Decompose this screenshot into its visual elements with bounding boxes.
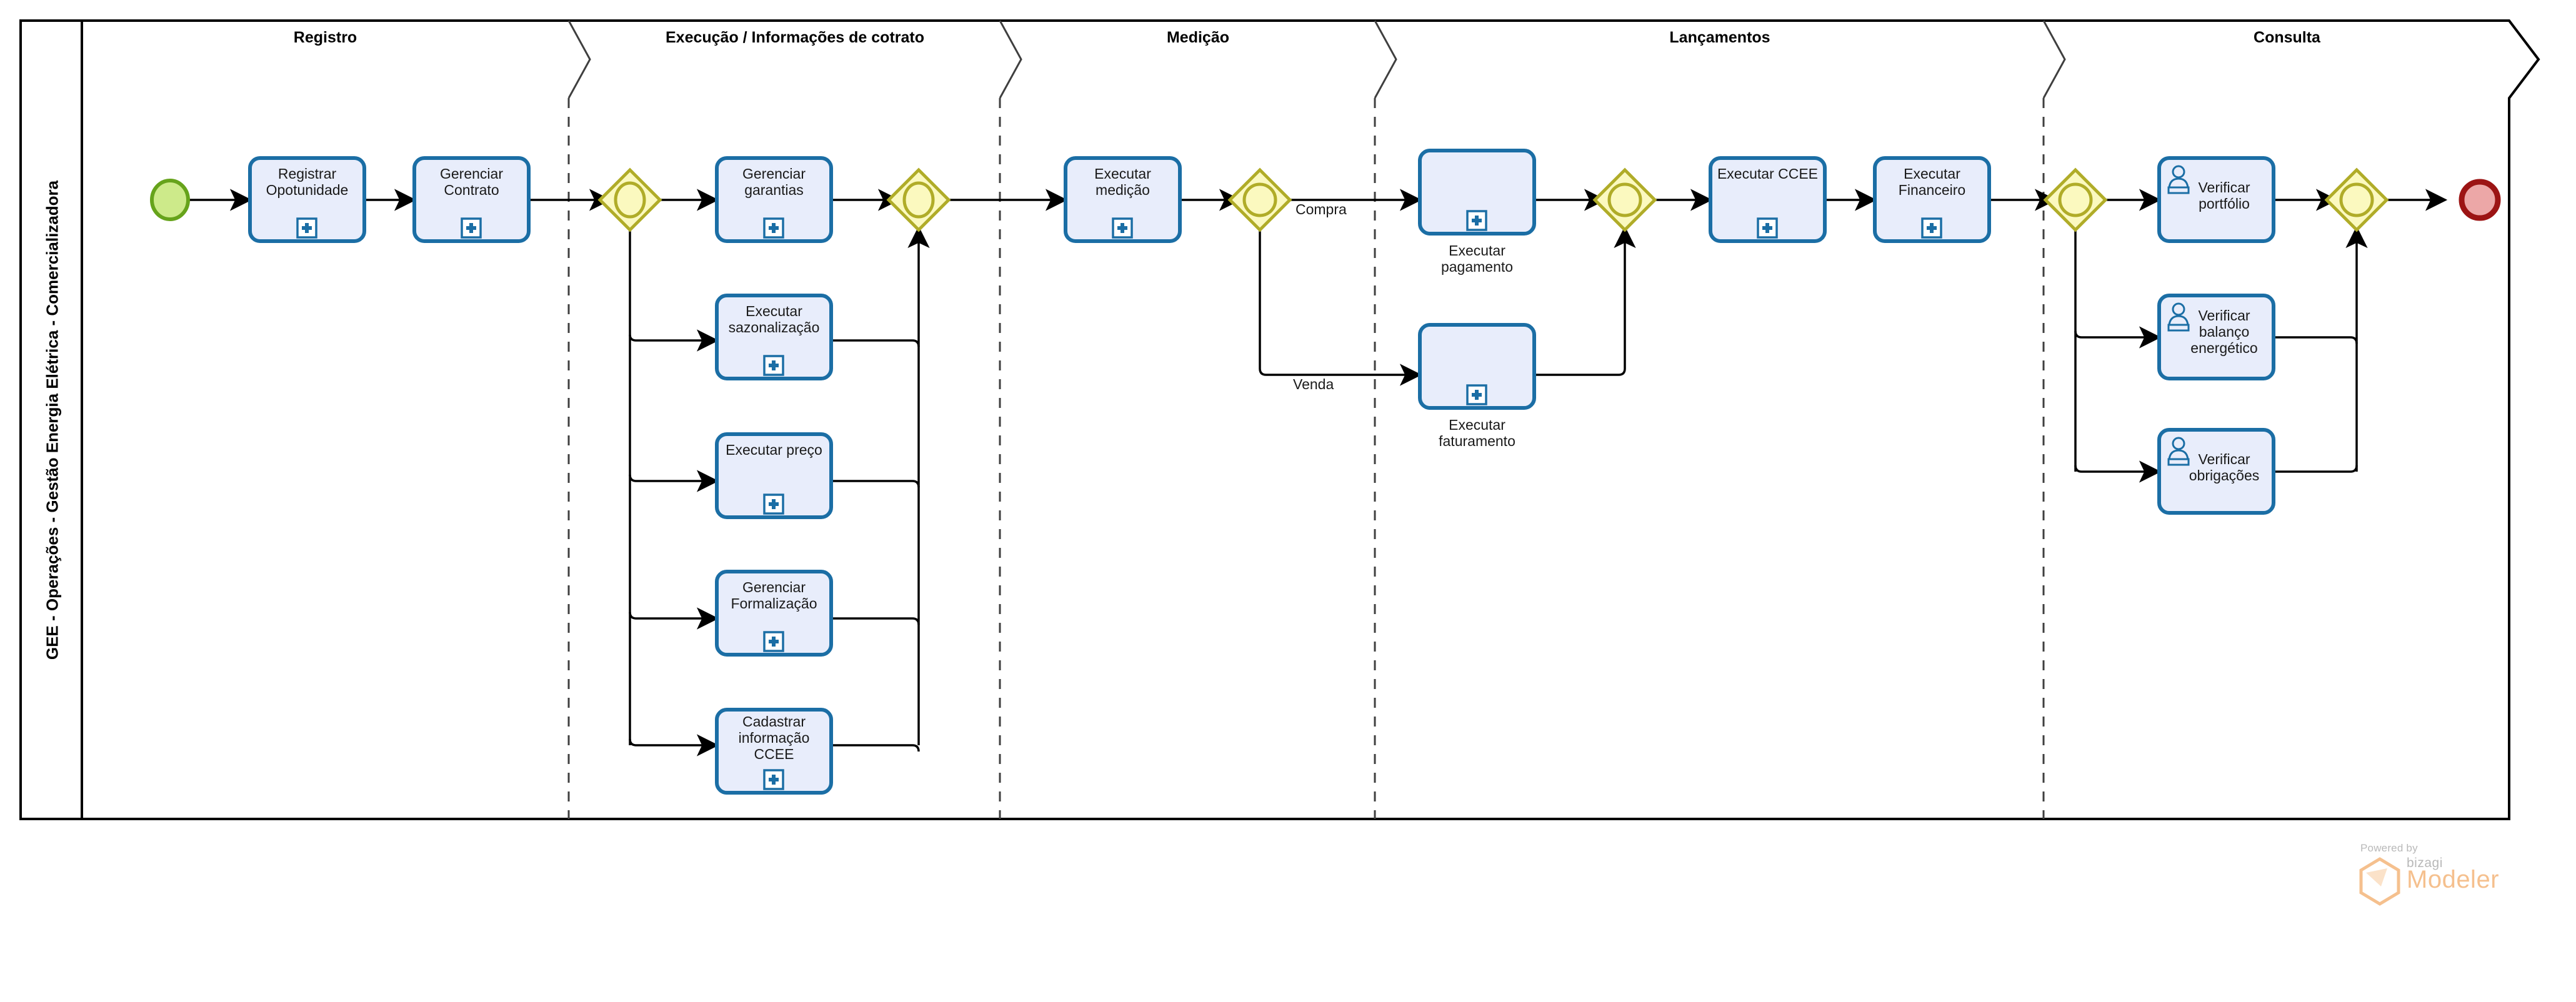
task-verificar-balanco-energetico[interactable] <box>2157 294 2275 380</box>
phase-dividers <box>567 20 2066 819</box>
flow-label-compra: Compra <box>1295 201 1347 217</box>
powered-by-label: Powered by <box>2360 842 2418 854</box>
user-task-icon <box>2167 165 2190 194</box>
bizagi-logo-icon <box>2359 857 2400 906</box>
inclusive-gateway-split-consulta[interactable] <box>2043 167 2108 232</box>
task-executar-faturamento[interactable] <box>1418 323 1536 410</box>
phase-title-medicao: Medição <box>1166 29 1230 46</box>
task-executar-pagamento[interactable] <box>1418 149 1536 236</box>
inclusive-gateway-join-execucao[interactable] <box>886 167 951 232</box>
phase-title-registro: Registro <box>293 29 357 46</box>
task-executar-financeiro[interactable] <box>1873 156 1991 243</box>
subprocess-marker-icon <box>1921 217 1942 239</box>
task-executar-ccee[interactable] <box>1709 156 1827 243</box>
inclusive-gateway-join-lancamentos[interactable] <box>1592 167 1657 232</box>
task-registrar-oportunidade[interactable] <box>248 156 366 243</box>
user-task-icon <box>2167 437 2190 466</box>
inclusive-gateway-join-consulta[interactable] <box>2324 167 2389 232</box>
subprocess-marker-icon <box>296 217 317 239</box>
start-event[interactable] <box>150 179 190 221</box>
task-cadastrar-informacao-ccee[interactable] <box>715 708 833 795</box>
bizagi-wordmark: bizagi <box>2407 856 2443 870</box>
subprocess-marker-icon <box>1466 210 1487 231</box>
task-label-executar-pagamento: Executar pagamento <box>1440 242 1514 275</box>
task-executar-sazonalizacao[interactable] <box>715 294 833 380</box>
task-executar-preco[interactable] <box>715 432 833 519</box>
subprocess-marker-icon <box>1466 384 1487 405</box>
subprocess-marker-icon <box>763 494 784 515</box>
subprocess-marker-icon <box>763 769 784 790</box>
task-gerenciar-formalizacao[interactable] <box>715 570 833 657</box>
inclusive-gateway-split-medicao[interactable] <box>1227 167 1292 232</box>
subprocess-marker-icon <box>763 631 784 652</box>
phase-title-lancamentos: Lançamentos <box>1669 29 1770 46</box>
subprocess-marker-icon <box>1757 217 1778 239</box>
task-executar-medicao[interactable] <box>1064 156 1182 243</box>
phase-title-execucao: Execução / Informações de cotrato <box>665 29 925 46</box>
phase-title-consulta: Consulta <box>2254 29 2320 46</box>
pool-frame <box>19 19 2540 820</box>
task-label-executar-faturamento: Executar faturamento <box>1439 417 1515 450</box>
sequence-flows <box>189 189 2448 756</box>
task-gerenciar-contrato[interactable] <box>412 156 531 243</box>
user-task-icon <box>2167 302 2190 332</box>
task-verificar-portfolio[interactable] <box>2157 156 2275 243</box>
flow-label-venda: Venda <box>1293 376 1334 392</box>
task-verificar-obrigacoes[interactable] <box>2157 428 2275 515</box>
subprocess-marker-icon <box>461 217 482 239</box>
inclusive-gateway-split-execucao[interactable] <box>597 167 662 232</box>
branding-block: Powered by bizagi Modeler <box>2360 842 2499 892</box>
end-event[interactable] <box>2459 179 2501 221</box>
subprocess-marker-icon <box>763 217 784 239</box>
task-gerenciar-garantias[interactable] <box>715 156 833 243</box>
pool-label: GEE - Operações - Gestão Energia Elétric… <box>42 180 62 660</box>
subprocess-marker-icon <box>763 355 784 376</box>
modeler-wordmark: Modeler <box>2407 866 2500 893</box>
subprocess-marker-icon <box>1112 217 1133 239</box>
